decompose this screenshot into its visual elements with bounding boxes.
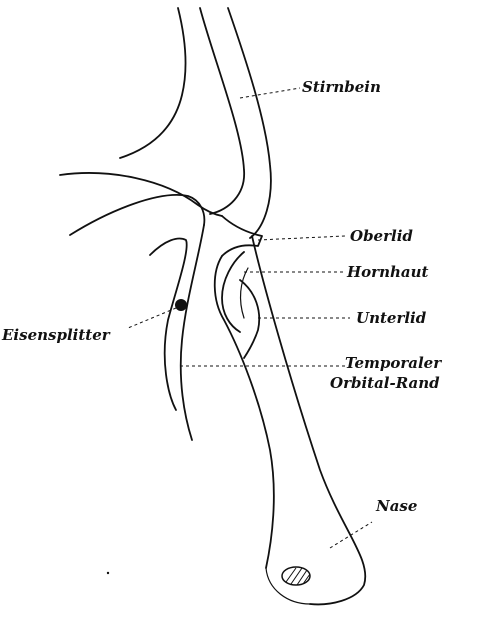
nostril [282, 567, 310, 585]
lower-lid-contour [240, 280, 259, 358]
orbit-upper-contour [70, 195, 204, 235]
temporal-orbital-rim-contour [181, 225, 204, 440]
label-orbital-rand: Orbital-Rand [330, 374, 440, 392]
stray-dot [107, 572, 109, 574]
label-hornhaut: Hornhaut [346, 263, 429, 281]
nose-bridge-contour [215, 256, 274, 568]
iron-splinter-dot [175, 299, 187, 311]
frontal-bone-inner-contour [120, 8, 185, 158]
cornea-inner-contour [241, 268, 248, 318]
label-stirnbein: Stirnbein [302, 78, 381, 96]
nose-lower-contour [266, 568, 310, 604]
leader-nase [330, 522, 372, 548]
frontal-bone-outer-contour [200, 8, 244, 214]
label-unterlid: Unterlid [356, 309, 427, 327]
brow-ridge-contour [60, 173, 222, 216]
leader-stirnbein [240, 88, 300, 98]
label-temporaler: Temporaler [345, 354, 442, 372]
label-oberlid: Oberlid [350, 227, 413, 245]
leader-oberlid [258, 236, 345, 240]
label-eisensplitter: Eisensplitter [1, 326, 111, 344]
label-nase: Nase [375, 497, 417, 515]
